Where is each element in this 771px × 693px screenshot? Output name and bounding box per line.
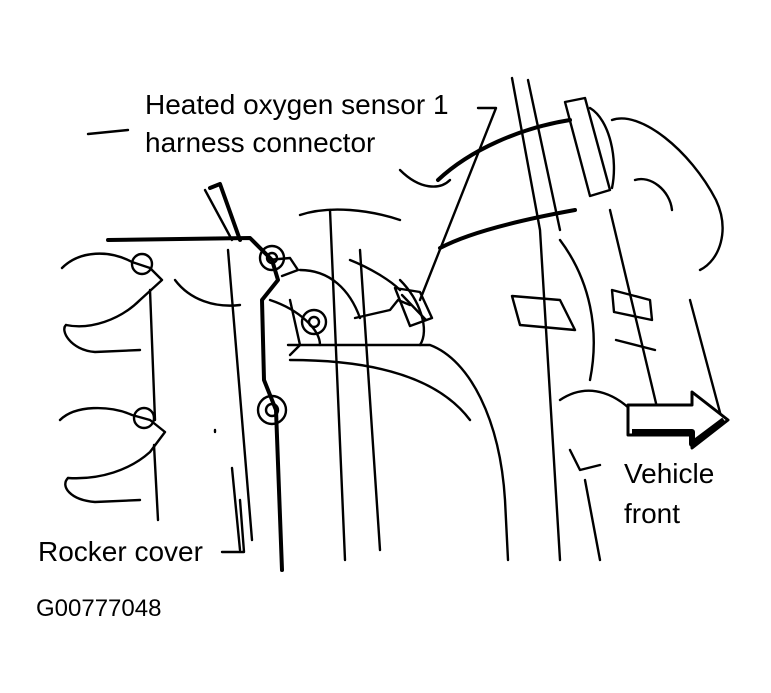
sensor-label-line2: harness connector xyxy=(145,127,376,158)
arrow-right-icon xyxy=(626,390,730,450)
rocker-cover-label: Rocker cover xyxy=(38,536,203,567)
figure-id: G00777048 xyxy=(36,595,162,622)
vehicle-front-label-line1: Vehicle xyxy=(624,458,715,489)
sensor-label-line1: Heated oxygen sensor 1 xyxy=(145,89,449,120)
vehicle-front-label-line2: front xyxy=(624,498,681,529)
